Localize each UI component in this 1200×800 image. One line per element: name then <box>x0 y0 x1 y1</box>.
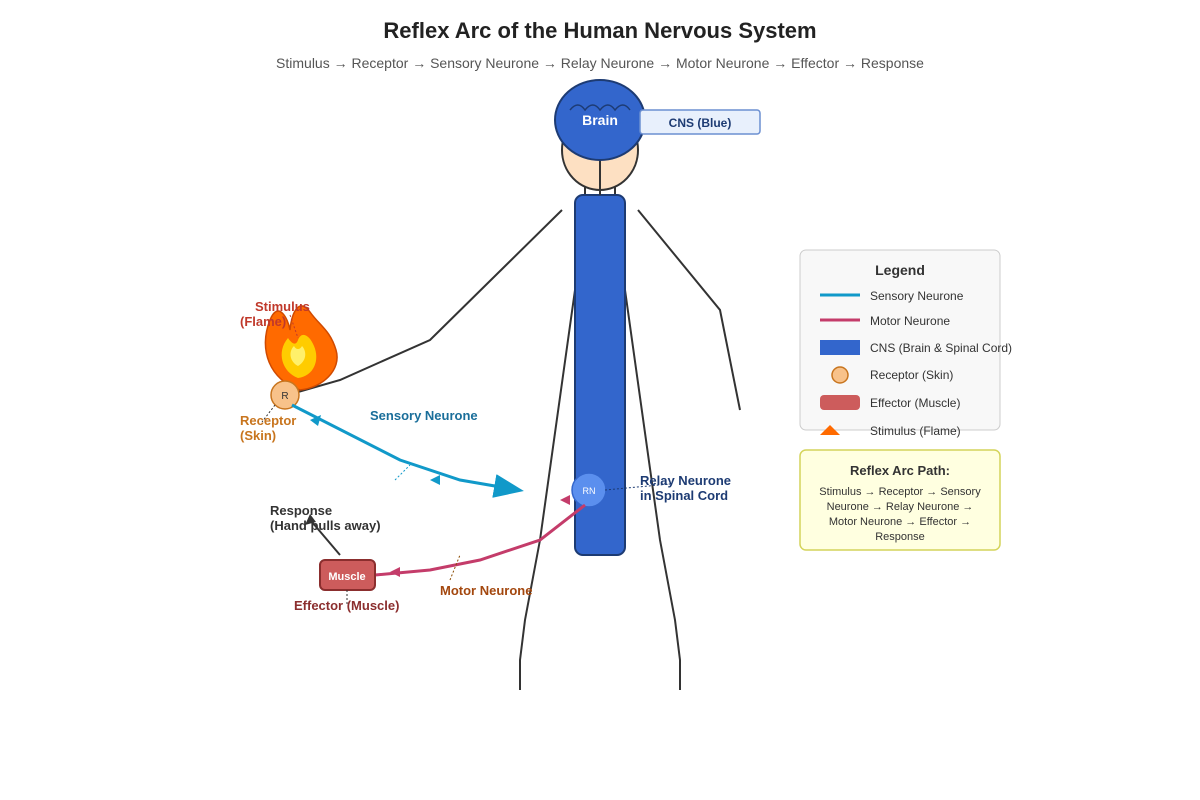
legend-cns-label: CNS (Brain & Spinal Cord) <box>870 341 1012 355</box>
page-subtitle: Stimulus → Receptor → Sensory Neurone → … <box>276 55 924 71</box>
legend-receptor-swatch <box>831 366 849 384</box>
right-leg <box>624 289 681 690</box>
brain-folds <box>569 104 631 112</box>
reflex-path-line-4: Response <box>875 531 925 543</box>
sensory-direction-arrow-2 <box>430 475 440 485</box>
motor-direction-arrow-2 <box>390 567 400 577</box>
legend-sensory-label: Sensory Neurone <box>870 289 964 303</box>
stimulus-label-sub: (Flame) <box>240 314 286 329</box>
brain-label: Brain <box>582 112 618 128</box>
reflex-path-title: Reflex Arc Path: <box>850 463 950 478</box>
stimulus-label: Stimulus <box>255 299 310 314</box>
motor-neurone-label: Motor Neurone <box>440 583 532 598</box>
receptor-label-sub: (Skin) <box>240 428 276 443</box>
legend-effector-swatch <box>820 395 860 410</box>
motor-direction-arrow-1 <box>560 495 570 505</box>
relay-pointer <box>604 483 671 491</box>
relay-symbol: RN <box>583 486 596 496</box>
stimulus-pointer <box>289 314 299 339</box>
legend-title: Legend <box>875 262 925 278</box>
response-label-sub: (Hand pulls away) <box>270 518 381 533</box>
sensory-neurone-label: Sensory Neurone <box>370 408 478 423</box>
response-arrowhead <box>305 514 316 525</box>
cns-tag-box <box>639 109 761 135</box>
reflex-path-panel <box>799 449 1001 551</box>
flame-icon <box>264 305 338 391</box>
right-arm <box>637 209 741 411</box>
response-arrow <box>311 521 341 556</box>
legend-cns-swatch <box>820 340 860 355</box>
reflex-path-line-3: Motor Neurone → Effector → <box>829 516 971 528</box>
effector-label: Effector (Muscle) <box>294 598 399 613</box>
page-title: Reflex Arc of the Human Nervous System <box>383 18 817 43</box>
left-leg <box>519 289 576 690</box>
reflex-path-line-2: Neurone → Relay Neurone → <box>827 501 974 513</box>
legend-receptor-label: Receptor (Skin) <box>870 368 953 382</box>
motor-neurone-path <box>374 503 586 577</box>
reflex-path-box: Reflex Arc Path: Stimulus → Receptor → S… <box>799 449 1001 551</box>
response-label: Response <box>270 503 332 518</box>
muscle-label: Muscle <box>328 571 365 583</box>
left-arm-upper <box>297 209 563 393</box>
body-outline <box>297 185 741 690</box>
receptor-symbol: R <box>281 391 288 402</box>
legend-motor-label: Motor Neurone <box>870 314 950 328</box>
receptor-label: Receptor <box>240 413 296 428</box>
relay-label: Relay Neurone <box>640 473 731 488</box>
reflex-path-line-1: Stimulus → Receptor → Sensory <box>819 486 981 498</box>
sensory-direction-arrow-1 <box>310 415 321 426</box>
sensory-pointer <box>394 464 411 481</box>
legend-flame-swatch <box>820 425 840 435</box>
receptor-pointer <box>261 404 276 423</box>
legend: Legend Sensory Neurone Motor Neurone CNS… <box>799 249 1012 438</box>
sensory-neurone-path <box>291 403 524 498</box>
relay-label-sub: in Spinal Cord <box>640 488 728 503</box>
legend-effector-label: Effector (Muscle) <box>870 396 960 410</box>
motor-pointer <box>449 554 461 581</box>
receptor <box>270 380 300 410</box>
legend-flame-label: Stimulus (Flame) <box>870 424 961 438</box>
cns-connector <box>574 121 641 125</box>
cns-tag-label: CNS (Blue) <box>669 116 732 130</box>
